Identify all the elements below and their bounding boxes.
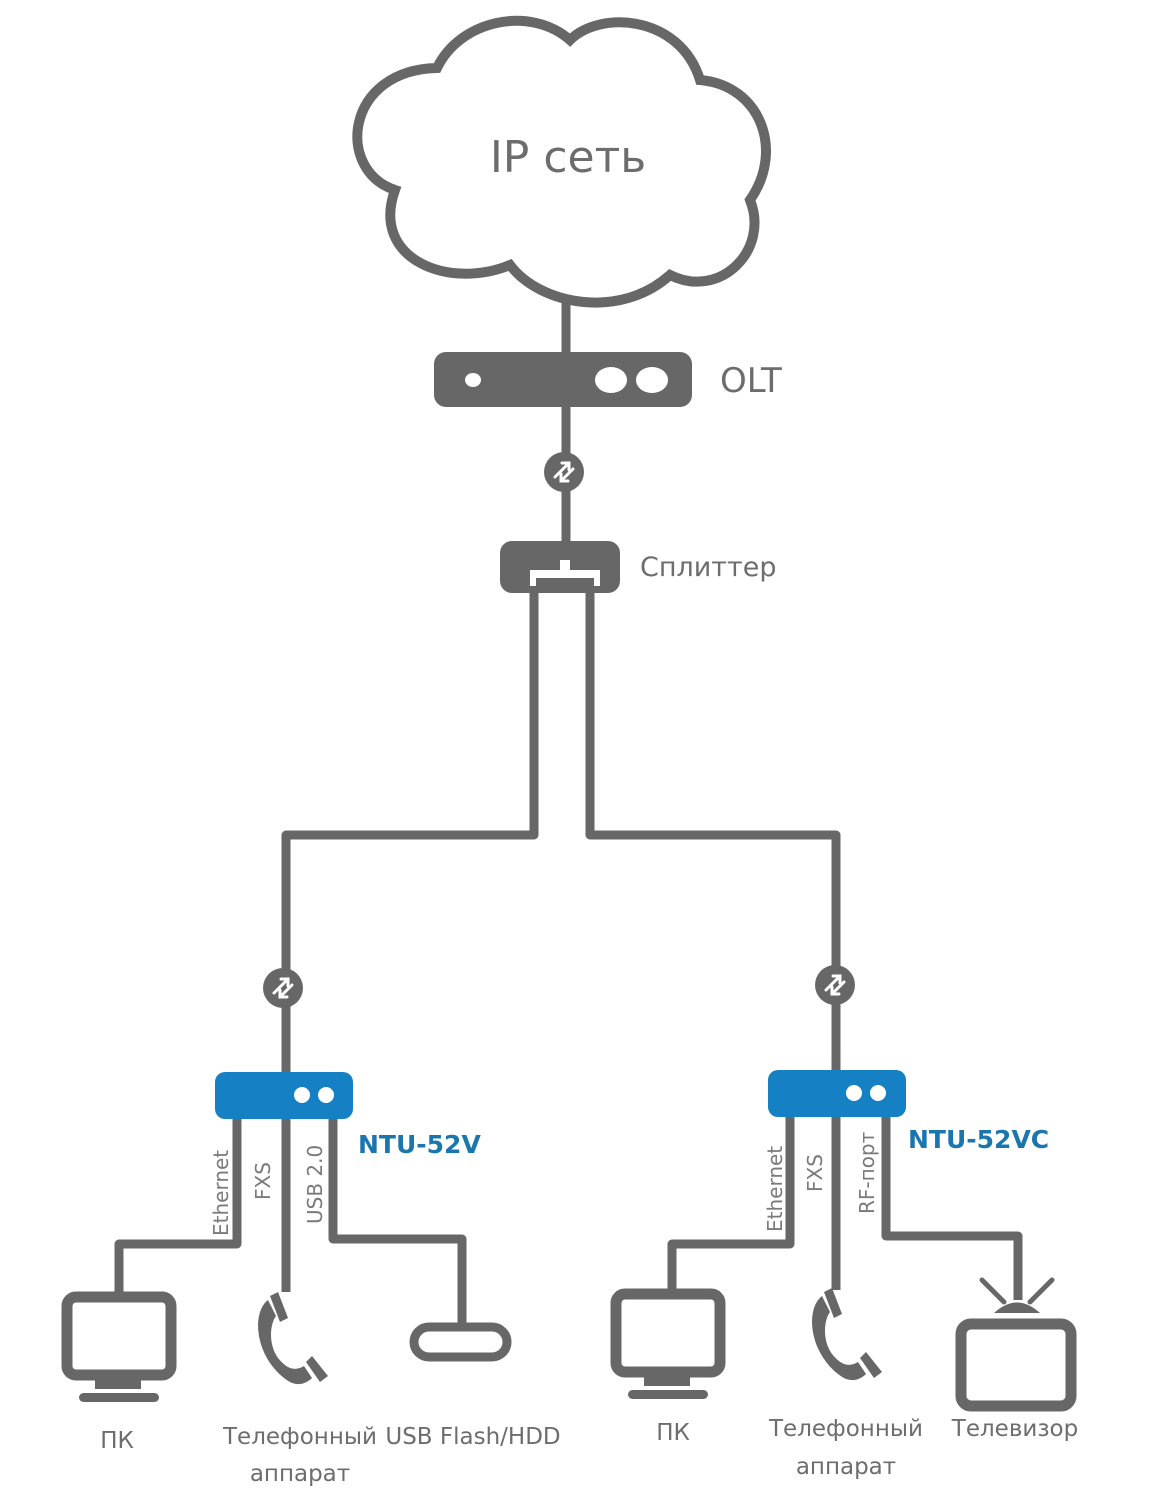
left-ethernet-wire (114, 1115, 242, 1296)
left-bidirectional-arrows-icon (261, 966, 305, 1010)
left-port-fxs: FXS (251, 1162, 275, 1200)
splitter-icon (500, 541, 620, 593)
left-branch-line (281, 592, 539, 1074)
right-branch-line (585, 592, 841, 1072)
right-monitor-icon (616, 1294, 720, 1399)
right-port-ethernet: Ethernet (763, 1146, 787, 1232)
right-device-name: NTU-52VC (908, 1125, 1049, 1154)
right-phone-label-line1: Телефонный (768, 1416, 923, 1442)
left-phone-label-line2: аппарат (250, 1461, 350, 1487)
right-pc-label: ПК (656, 1420, 690, 1446)
right-ethernet-wire (667, 1112, 795, 1295)
left-phone-label-line1: Телефонный (222, 1424, 377, 1450)
right-telephone-handset-icon (812, 1288, 882, 1381)
right-tv-label: Телевизор (951, 1416, 1078, 1442)
olt-device-icon (434, 352, 692, 407)
ont-router-icon (215, 1072, 353, 1119)
left-usb-drive-icon (409, 1322, 512, 1362)
right-bidirectional-arrows-icon (813, 963, 857, 1007)
left-device-name: NTU-52V (358, 1130, 481, 1159)
bidirectional-arrows-icon (542, 450, 586, 494)
left-port-ethernet: Ethernet (209, 1150, 233, 1236)
television-icon (955, 1277, 1077, 1412)
right-ont-router-icon (768, 1070, 906, 1117)
olt-label: OLT (720, 361, 782, 401)
left-usb-wire (328, 1115, 467, 1330)
right-rf-wire (881, 1112, 1023, 1300)
cloud-label: IP сеть (490, 132, 646, 183)
left-pc-label: ПК (100, 1428, 134, 1454)
left-monitor-icon (67, 1297, 171, 1402)
right-phone-label-line2: аппарат (796, 1454, 896, 1480)
right-port-rf: RF-порт (855, 1131, 879, 1214)
right-port-fxs: FXS (803, 1154, 827, 1192)
splitter-label: Сплиттер (640, 552, 777, 583)
left-usb-label: USB Flash/HDD (385, 1424, 560, 1450)
cloud-icon (352, 15, 771, 308)
left-telephone-handset-icon (258, 1292, 328, 1385)
left-port-usb: USB 2.0 (303, 1145, 327, 1224)
